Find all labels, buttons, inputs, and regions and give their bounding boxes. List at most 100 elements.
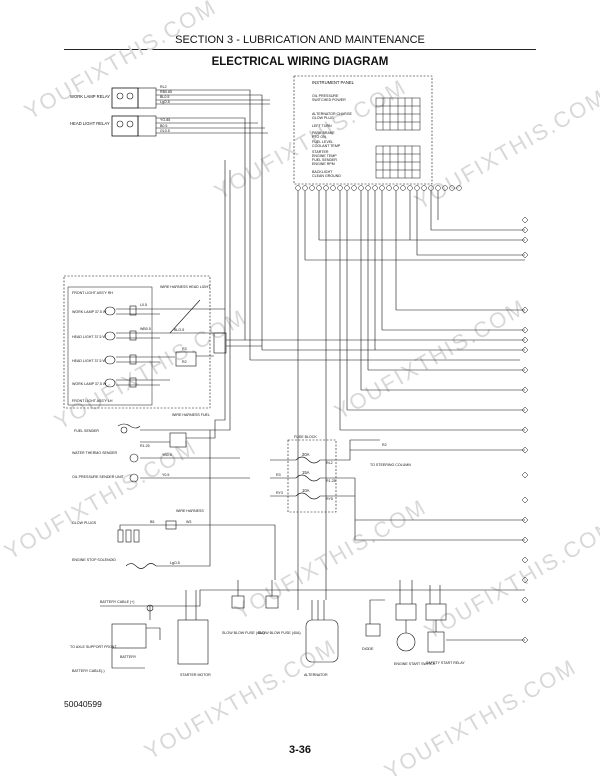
svg-text:FRONT LIGHT ASS'Y LH: FRONT LIGHT ASS'Y LH [72,399,113,403]
svg-text:PTO ON: PTO ON [312,135,326,139]
svg-text:FUEL SENDER: FUEL SENDER [74,429,99,433]
svg-text:GLOW PLUGS: GLOW PLUGS [72,521,97,525]
engine-stop-solenoid: ENGINE STOP SOLENOID LgO.5 [72,430,211,569]
document-number: 50040599 [64,699,102,709]
alternator: ALTERNATOR [304,600,339,677]
svg-text:BATTERY CABLE(-): BATTERY CABLE(-) [72,669,105,673]
svg-text:STARTER: STARTER [312,150,329,154]
svg-text:PARK BRAKE: PARK BRAKE [312,131,335,135]
svg-text:HEAD LIGHT RELAY: HEAD LIGHT RELAY [70,121,110,126]
svg-text:YOUFIXTHIS.COM: YOUFIXTHIS.COM [50,304,251,434]
svg-text:B0.5: B0.5 [160,124,167,128]
diode: DIODE [362,599,385,651]
glow-plugs: GLOW PLUGS WIRE HARNESS B5 W3 [72,509,276,580]
svg-text:WIRE HARNESS FUEL: WIRE HARNESS FUEL [172,413,210,417]
svg-text:YOUFIXTHIS.COM: YOUFIXTHIS.COM [420,514,600,644]
svg-text:YOUFIXTHIS.COM: YOUFIXTHIS.COM [210,74,411,204]
svg-text:FUEL LEVEL: FUEL LEVEL [312,140,333,144]
svg-text:SAFETY START RELAY: SAFETY START RELAY [426,661,465,665]
svg-text:YOUFIXTHIS.COM: YOUFIXTHIS.COM [230,494,431,624]
svg-text:BLG.5: BLG.5 [174,328,184,332]
svg-text:ENGINE STOP SOLENOID: ENGINE STOP SOLENOID [72,558,116,562]
svg-text:OIL PRESSURE SENDER UNIT: OIL PRESSURE SENDER UNIT [72,475,125,479]
work-lamp-relay: WORK LAMP RELAY [70,87,157,109]
engine-start-switch: ENGINE START SWITCH [394,580,436,666]
svg-text:L0.5: L0.5 [140,303,147,307]
fuel-harness: WIRE HARNESS FUEL FUEL SENDER R1.25 WATE… [72,160,250,483]
svg-text:BATTERY CABLE (+): BATTERY CABLE (+) [100,600,134,604]
svg-text:RL2: RL2 [160,85,167,89]
svg-text:B5: B5 [150,520,154,524]
svg-text:RB0.85: RB0.85 [160,90,172,94]
right-connectors [521,216,529,644]
svg-text:GL0.5: GL0.5 [160,129,170,133]
svg-text:FUEL SENDER: FUEL SENDER [312,158,337,162]
fuse-block: FUSE BLOCK 20A 15A 10A RL2 R1.25 RY5 R3 … [270,435,525,541]
svg-text:SWITCHED POWER: SWITCHED POWER [312,98,346,102]
svg-text:R3: R3 [276,473,281,477]
svg-text:INSTRUMENT PANEL: INSTRUMENT PANEL [312,80,355,85]
svg-text:WIRE HARNESS HEAD LIGHT: WIRE HARNESS HEAD LIGHT [160,285,211,289]
svg-text:BL0.5: BL0.5 [160,95,169,99]
svg-text:SLOW BLOW FUSE (40A): SLOW BLOW FUSE (40A) [258,631,301,635]
svg-text:20A: 20A [302,452,310,457]
svg-text:YOUFIXTHIS.COM: YOUFIXTHIS.COM [410,84,600,214]
svg-text:WORK LAMP 37.5 W: WORK LAMP 37.5 W [72,382,107,386]
section-header: SECTION 3 - LUBRICATION AND MAINTENANCE [175,34,425,46]
svg-text:R1.25: R1.25 [140,444,150,448]
svg-text:WORK LAMP RELAY: WORK LAMP RELAY [70,94,110,99]
svg-text:ALTERNATOR: ALTERNATOR [304,673,328,677]
svg-text:R2: R2 [182,360,187,364]
header-rule [64,49,536,50]
svg-text:ALTERNATOR CHARGE: ALTERNATOR CHARGE [312,112,353,116]
svg-text:10A: 10A [302,488,310,493]
instrument-panel: INSTRUMENT PANEL OIL PRESSURE SWITCHED P… [293,75,462,191]
svg-text:R1.25: R1.25 [326,479,336,483]
svg-text:WATER THERMO SENDER: WATER THERMO SENDER [72,451,117,455]
svg-text:R2: R2 [382,443,387,447]
svg-text:YB0.5: YB0.5 [162,453,172,457]
svg-text:ENGINE TEMP: ENGINE TEMP [312,154,337,158]
svg-text:HEAD LIGHT 37.5 W: HEAD LIGHT 37.5 W [72,335,106,339]
safety-start-relay: SAFETY START RELAY [425,585,525,665]
svg-text:LgO.5: LgO.5 [160,100,170,104]
battery: BATTERY CABLE (+) TO AXLE SUPPORT FRONT … [70,589,525,673]
svg-text:FUSE BLOCK: FUSE BLOCK [294,435,317,439]
diagram-title: ELECTRICAL WIRING DIAGRAM [211,56,389,68]
head-light-relay: HEAD LIGHT RELAY [70,115,157,137]
svg-text:TO AXLE SUPPORT FRONT: TO AXLE SUPPORT FRONT [70,645,117,649]
slow-blow-fuses: SLOW BLOW FUSE (40A) SLOW BLOW FUSE (40A… [222,580,301,635]
svg-text:RL2: RL2 [326,461,333,465]
svg-text:GLOW PLUG: GLOW PLUG [312,116,334,120]
svg-text:STARTER MOTOR: STARTER MOTOR [180,673,211,677]
svg-text:HEAD LIGHT 37.5 W: HEAD LIGHT 37.5 W [72,359,106,363]
front-light-assembly: FRONT LIGHT ASS'Y RH FRONT LIGHT ASS'Y L… [63,275,262,409]
relay-wires: RL2 RB0.85 BL0.5 LgO.5 YG.85 B0.5 GL0.5 [156,85,270,360]
svg-text:WB0.5: WB0.5 [140,327,151,331]
svg-text:COOLANT TEMP: COOLANT TEMP [312,144,341,148]
svg-text:DIODE: DIODE [362,647,374,651]
svg-text:YOUFIXTHIS.COM: YOUFIXTHIS.COM [330,294,531,424]
svg-text:LEFT TURN: LEFT TURN [312,124,332,128]
svg-text:W3: W3 [186,520,191,524]
svg-text:RY3: RY3 [276,491,283,495]
panel-harness-wires [245,191,525,610]
svg-text:ENGINE START SWITCH: ENGINE START SWITCH [394,662,436,666]
svg-text:LgO.5: LgO.5 [170,561,180,565]
svg-text:FRONT LIGHT ASS'Y RH: FRONT LIGHT ASS'Y RH [72,291,113,295]
svg-text:TO STEERING COLUMN: TO STEERING COLUMN [370,463,411,467]
page-number: 3-36 [288,744,312,756]
svg-text:SLOW BLOW FUSE (40A): SLOW BLOW FUSE (40A) [222,631,265,635]
svg-text:R3: R3 [182,347,187,351]
svg-text:WORK LAMP 37.5 W: WORK LAMP 37.5 W [72,310,107,314]
svg-text:BACKLIGHT: BACKLIGHT [312,170,333,174]
starter-motor: STARTER MOTOR [177,590,211,677]
svg-text:15A: 15A [302,470,310,475]
svg-text:OIL PRESSURE: OIL PRESSURE [312,94,339,98]
svg-text:RY5: RY5 [326,497,333,501]
svg-text:BATTERY: BATTERY [120,655,137,659]
svg-text:WIRE HARNESS: WIRE HARNESS [176,509,204,513]
svg-text:CLEAN GROUND: CLEAN GROUND [312,174,341,178]
